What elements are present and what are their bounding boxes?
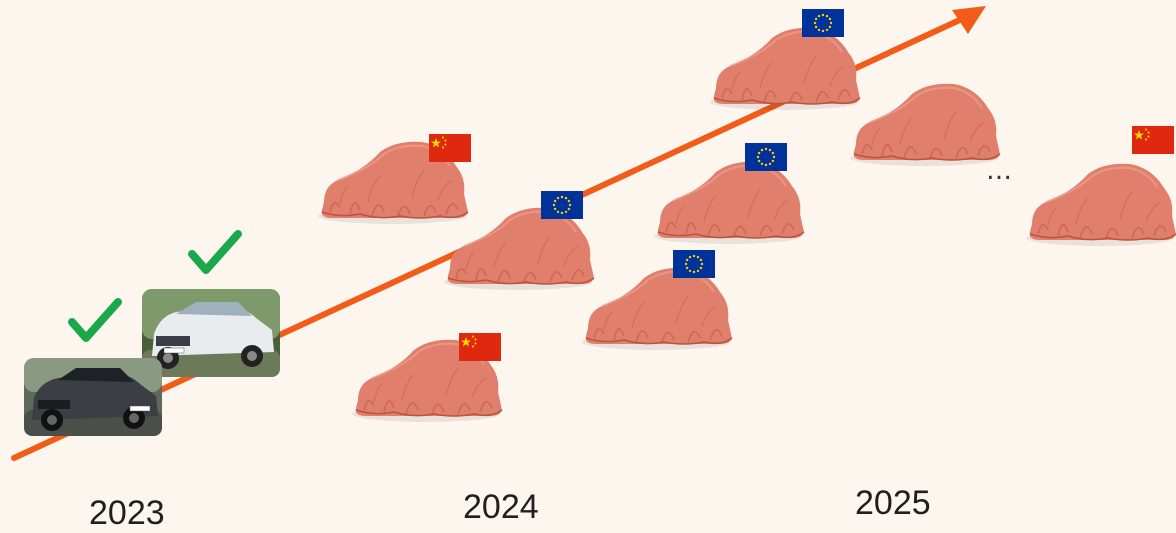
more-models-indicator: …: [986, 156, 1014, 186]
year-label-2023: 2023: [89, 494, 165, 532]
arrow-icon: [952, 6, 986, 34]
covered-car-icon: [709, 26, 861, 111]
covered-car-icon: [653, 160, 805, 245]
eu-flag-icon: [673, 250, 715, 278]
covered-car-icon: [849, 82, 1001, 167]
eu-flag-icon: [745, 143, 787, 171]
released-car-white-suv: [142, 289, 280, 377]
checkmark-icon: [72, 302, 118, 338]
covered-car-icon: [443, 206, 595, 291]
china-flag-icon: [1132, 126, 1174, 154]
china-flag-icon: [429, 134, 471, 162]
year-label-2024: 2024: [463, 488, 539, 526]
released-car-dark-suv: [24, 358, 162, 436]
year-label-2025: 2025: [855, 484, 931, 522]
china-flag-icon: [459, 333, 501, 361]
covered-car-icon: [1025, 162, 1176, 247]
eu-flag-icon: [541, 191, 583, 219]
covered-car-icon: [581, 266, 733, 351]
eu-flag-icon: [802, 9, 844, 37]
checkmark-icon: [192, 234, 238, 270]
